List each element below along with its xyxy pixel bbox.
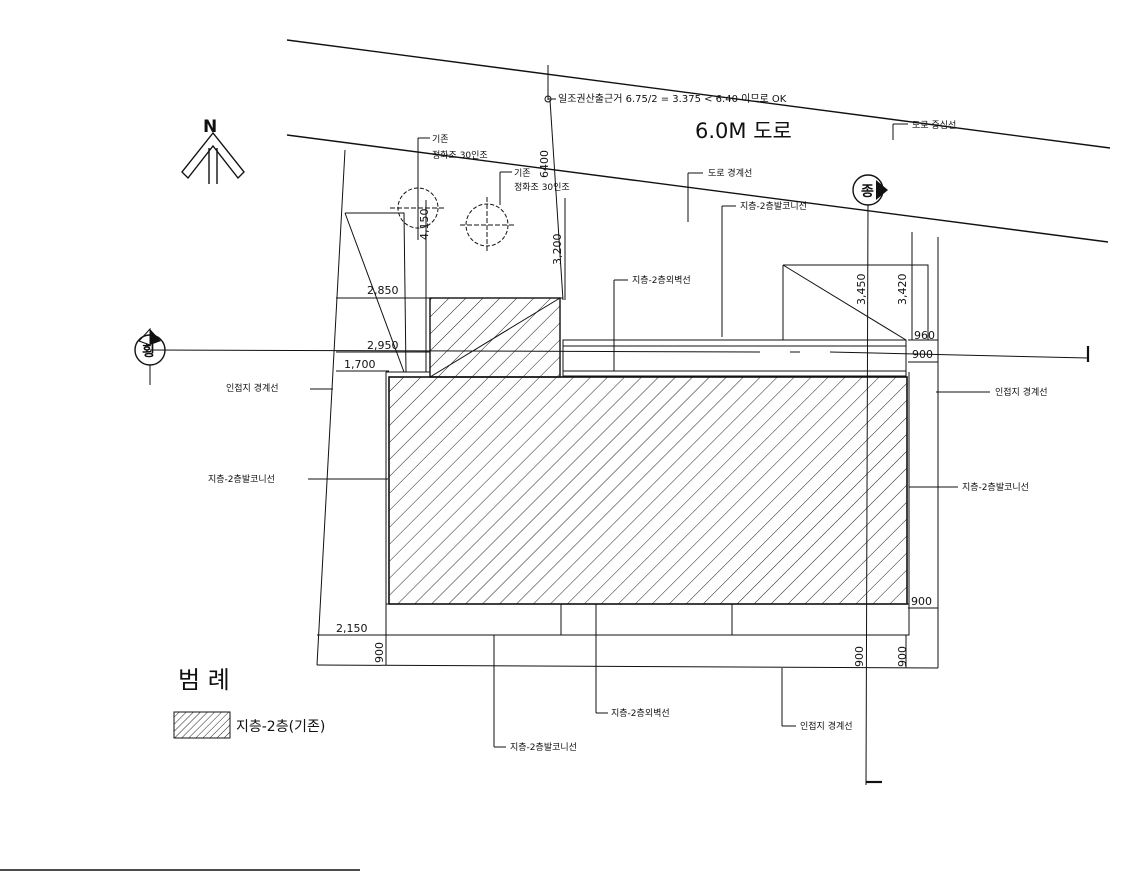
site-boundary <box>316 149 939 669</box>
section-line-vertical <box>865 204 882 786</box>
road-lines <box>286 39 1111 243</box>
label-balcony-bottom: 지층-2층발코니선 <box>510 742 577 753</box>
dim-6400: 6400 <box>538 150 551 178</box>
road-title: 6.0M 도로 <box>695 119 792 143</box>
legend-title: 범 례 <box>178 666 230 694</box>
dim-900-e: 900 <box>896 646 909 667</box>
label-balcony-top: 지층-2층발코니선 <box>740 201 807 212</box>
section-marker-vertical: 종 <box>852 174 888 206</box>
section-marker-horizontal: 횡 <box>134 327 166 385</box>
road-boundary-line <box>286 134 1109 243</box>
dim-3200: 3,200 <box>551 234 564 266</box>
label-neighbor-bottom: 인접지 경계선 <box>800 720 853 732</box>
legend: 범 례 지층-2층(기존) <box>173 666 325 739</box>
dim-3450: 3,450 <box>855 274 868 306</box>
dim-3420: 3,420 <box>896 274 909 306</box>
label-exterior-wall-top: 지층-2층외벽선 <box>632 274 691 286</box>
dimension-lines <box>317 99 938 668</box>
dim-2950: 2,950 <box>367 339 399 352</box>
label-balcony-right: 지층-2층발코니선 <box>962 482 1029 493</box>
tree1-label-2: 정화조 30인조 <box>432 150 488 161</box>
section-line-horizontal <box>149 346 1090 362</box>
road-top-line <box>286 39 1111 149</box>
tree1-label-1: 기존 <box>432 134 449 145</box>
dim-2850: 2,850 <box>367 284 399 297</box>
legend-item-label: 지층-2층(기존) <box>236 719 325 735</box>
label-neighbor-left: 인접지 경계선 <box>226 382 279 394</box>
label-exterior-wall-bottom: 지층-2층외벽선 <box>611 707 670 719</box>
dim-4150: 4,150 <box>418 209 431 241</box>
north-arrow: N <box>181 117 245 184</box>
dim-900-b: 900 <box>911 595 932 608</box>
leader-lines <box>308 205 990 748</box>
septic-symbol-2 <box>460 197 514 253</box>
north-label: N <box>203 117 217 137</box>
legend-swatch <box>173 711 231 739</box>
label-neighbor-right: 인접지 경계선 <box>995 386 1048 398</box>
tree2-label-1: 기존 <box>514 168 531 179</box>
sunlight-note: 일조권산출근거 6.75/2 = 3.375 < 6.40 이므로 OK <box>558 93 787 105</box>
dim-900-d: 900 <box>853 646 866 667</box>
label-balcony-left: 지층-2층발코니선 <box>208 474 275 485</box>
tree2-label-2: 정화조 30인조 <box>514 182 570 193</box>
main-building <box>388 297 908 605</box>
dim-2150: 2,150 <box>336 622 368 635</box>
section-h-label: 횡 <box>142 343 155 360</box>
road-boundary-label: 도로 경계선 <box>708 167 752 179</box>
dim-900-a: 900 <box>912 348 933 361</box>
building-outlines <box>385 339 910 636</box>
dim-960: 960 <box>914 329 935 342</box>
dim-1700: 1,700 <box>344 358 376 371</box>
dim-900-c: 900 <box>373 642 386 663</box>
road-center-label: 도로 중심선 <box>912 120 956 131</box>
section-v-label: 종 <box>861 184 874 200</box>
